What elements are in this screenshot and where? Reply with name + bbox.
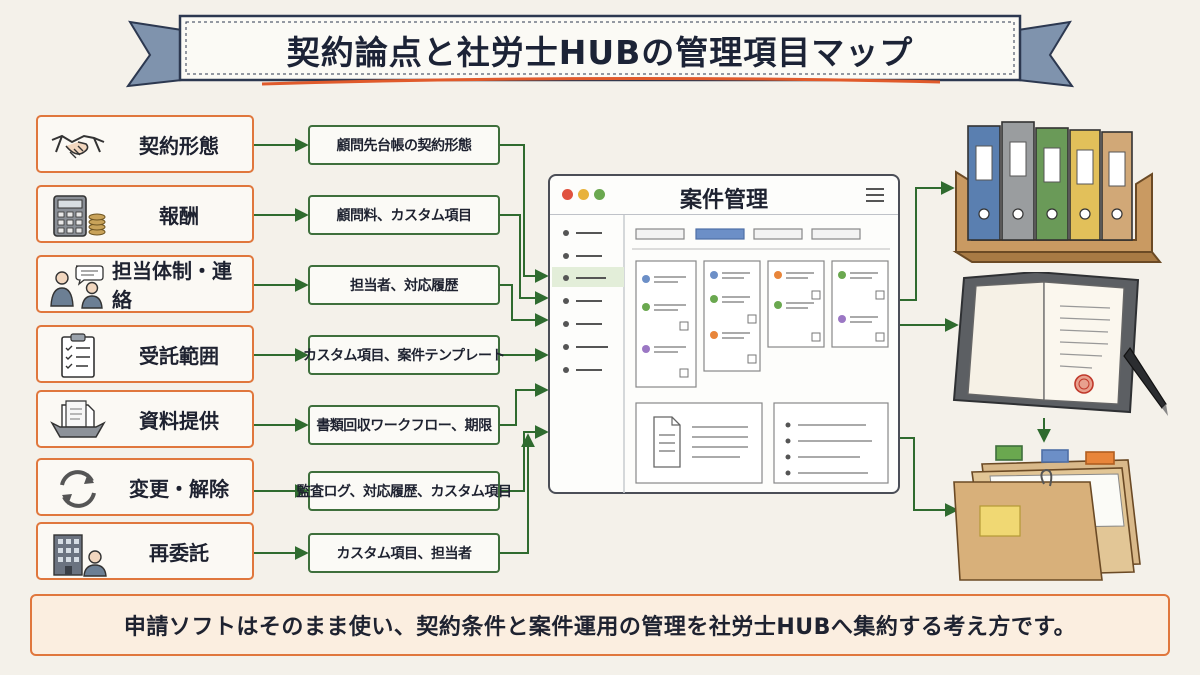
category-scope: 受託範囲	[36, 325, 254, 383]
item-client-ledger-contract: 顧問先台帳の契約形態	[308, 125, 500, 165]
item-custom-fields-staff: カスタム項目、担当者	[308, 533, 500, 573]
footer-note: 申請ソフトはそのまま使い、契約条件と案件運用の管理を社労士HUBへ集約する考え方…	[30, 594, 1170, 656]
page-title: 契約論点と社労士HUBの管理項目マップ	[286, 33, 914, 72]
building-person-icon	[53, 534, 107, 577]
item-fee-custom-fields: 顧問料、カスタム項目	[308, 195, 500, 235]
calculator-coins-icon	[53, 195, 106, 237]
item-staff-history: 担当者、対応履歴	[308, 265, 500, 305]
maximize-dot-icon	[594, 189, 605, 200]
document-tray-icon	[50, 400, 106, 438]
item-document-workflow: 書類回収ワークフロー、期限	[308, 405, 500, 445]
item-custom-fields-template: カスタム項目、案件テンプレート	[303, 335, 506, 375]
category-label: 契約形態	[139, 133, 219, 158]
category-subcontract: 再委託	[36, 522, 254, 580]
handshake-icon	[51, 134, 105, 159]
category-staff-contact: 担当体制・連絡	[36, 255, 254, 313]
arrow-item-2	[500, 214, 549, 305]
menu-icon	[866, 188, 884, 202]
arrow-to-binders	[900, 181, 955, 301]
category-label: 変更・解除	[129, 476, 229, 501]
clipboard-checklist-icon	[61, 333, 95, 378]
case-management-window: 案件管理	[548, 174, 900, 494]
people-chat-icon	[50, 265, 104, 309]
arrow-item-3	[500, 284, 549, 327]
category-label: 報酬	[159, 203, 199, 228]
category-label: 再委託	[149, 540, 209, 565]
category-compensation: 報酬	[36, 185, 254, 243]
close-dot-icon	[562, 189, 573, 200]
category-label: 資料提供	[139, 408, 219, 433]
arrow-item-1	[500, 144, 549, 283]
item-audit-log: 監査ログ、対応履歴、カスタム項目	[296, 471, 512, 511]
ribbon-graphic	[125, 14, 1075, 88]
file-folders-icon	[953, 445, 1141, 581]
binders-rack-icon	[952, 121, 1163, 263]
minimize-dot-icon	[578, 189, 589, 200]
window-body	[550, 214, 898, 493]
cycle-arrows-icon	[60, 470, 96, 508]
category-change-termination: 変更・解除	[36, 458, 254, 516]
open-contract-book-icon	[952, 272, 1168, 416]
window-title: 案件管理	[679, 188, 768, 213]
window-mockup-graphic	[552, 215, 890, 493]
category-document-provision: 資料提供	[36, 390, 254, 448]
category-label: 担当体制・連絡	[112, 259, 232, 312]
category-label: 受託範囲	[139, 343, 219, 368]
arrow-item-5	[500, 383, 549, 426]
category-contract-type: 契約形態	[36, 115, 254, 173]
